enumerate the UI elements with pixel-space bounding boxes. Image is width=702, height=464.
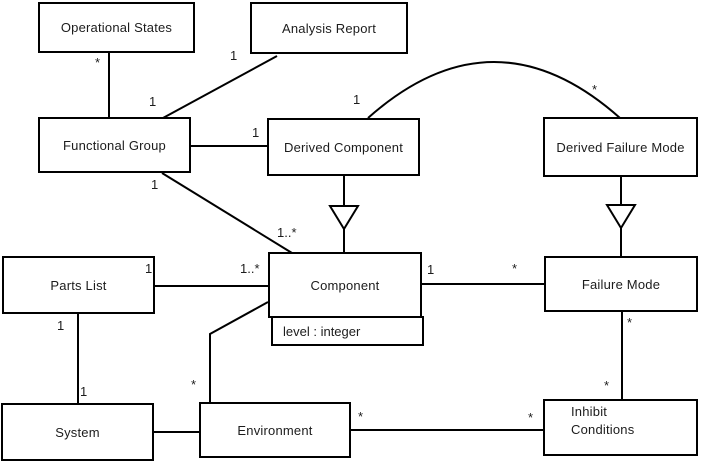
class-operational-states: Operational States <box>38 2 195 53</box>
mult-environment-right: * <box>358 409 364 424</box>
mult-failuremode-left: * <box>512 261 518 276</box>
edge-derivedcomp-derivedfm-arc <box>367 61 621 119</box>
mult-component-left: 1..* <box>240 261 260 276</box>
class-component-attributes: level : integer <box>271 316 424 346</box>
generalization-arrow-failuremode <box>605 204 637 230</box>
mult-arc-left: 1 <box>353 92 361 107</box>
class-functional-group: Functional Group <box>38 117 191 173</box>
mult-environment-top: * <box>191 377 197 392</box>
mult-derivedcomp-left: 1 <box>252 125 260 140</box>
mult-inhibit-top: * <box>604 378 610 393</box>
class-parts-list: Parts List <box>2 256 155 314</box>
mult-arc-right: * <box>592 82 598 97</box>
generalization-arrow-component <box>328 205 360 231</box>
mult-opstates-end: * <box>95 55 101 70</box>
class-analysis-report: Analysis Report <box>250 2 408 54</box>
class-system: System <box>1 403 154 461</box>
class-inhibit-conditions-label: Inhibit Conditions <box>571 404 635 437</box>
mult-failuremode-bottom: * <box>627 315 633 330</box>
mult-inhibit-left: * <box>528 410 534 425</box>
class-inhibit-conditions: Inhibit Conditions <box>543 399 698 456</box>
edge-component-environment <box>209 301 269 402</box>
mult-partslist-bottom: 1 <box>57 318 65 333</box>
mult-system-top: 1 <box>80 384 88 399</box>
class-failure-mode: Failure Mode <box>544 256 698 312</box>
class-component: Component <box>268 252 422 318</box>
edge-analysisreport-funcgroup <box>162 55 278 119</box>
class-environment: Environment <box>199 402 351 458</box>
mult-funcgroup-bottom: 1 <box>151 177 159 192</box>
class-derived-failure-mode: Derived Failure Mode <box>543 117 698 177</box>
mult-partslist-right: 1 <box>145 261 153 276</box>
mult-component-top-left: 1..* <box>277 225 297 240</box>
mult-analysisreport-line: 1 <box>230 48 238 63</box>
edge-funcgroup-component <box>161 172 293 254</box>
mult-funcgroup-top: 1 <box>149 94 157 109</box>
mult-component-right: 1 <box>427 262 435 277</box>
class-derived-component: Derived Component <box>267 118 420 176</box>
